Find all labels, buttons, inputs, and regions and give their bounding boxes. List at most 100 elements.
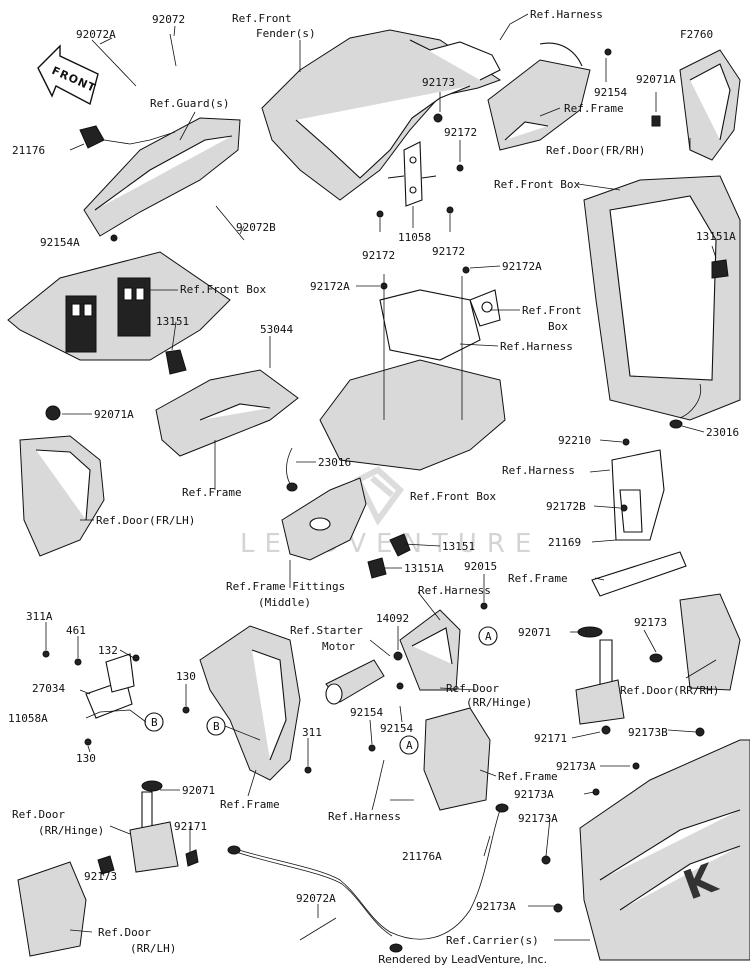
callout: 92173 bbox=[422, 76, 455, 89]
callout: 92072B bbox=[236, 221, 276, 234]
callout: 92071A bbox=[94, 408, 134, 421]
callout: Ref.Front bbox=[232, 12, 292, 25]
bracket-21169-shape bbox=[591, 449, 687, 597]
callout: Ref.Front Box bbox=[494, 178, 580, 191]
callout: 92072 bbox=[152, 13, 185, 26]
harness-23016-shape bbox=[286, 447, 298, 492]
callout: Ref.Harness bbox=[500, 340, 573, 353]
guard-shape bbox=[79, 117, 241, 237]
callout: Ref.Door(FR/LH) bbox=[96, 514, 195, 527]
front-box-left-shape bbox=[7, 251, 231, 361]
callout: Ref.Frame bbox=[508, 572, 568, 585]
carrier-shape: K bbox=[579, 739, 750, 961]
callout: Ref.Door(RR/RH) bbox=[620, 684, 719, 697]
callout: (RR/Hinge) bbox=[466, 696, 532, 709]
callout: 13151 bbox=[156, 315, 189, 328]
fasteners-shapes bbox=[42, 48, 705, 913]
leader-lines bbox=[45, 13, 717, 941]
ref-a-label: A bbox=[406, 739, 413, 752]
callout: Ref.Frame bbox=[220, 798, 280, 811]
callout: Ref.Front Box bbox=[410, 490, 496, 503]
callout: 92173 bbox=[634, 616, 667, 629]
callout: 92172A bbox=[310, 280, 350, 293]
callout: 92171 bbox=[174, 820, 207, 833]
footer-credit: Rendered by LeadVenture, Inc. bbox=[378, 953, 547, 966]
callout-labels: 92072A 92072 Ref.Front Fender(s) Ref.Har… bbox=[8, 8, 739, 955]
callout: Ref.Door bbox=[98, 926, 151, 939]
callout: Ref.Frame bbox=[182, 486, 242, 499]
callout: 92172A bbox=[502, 260, 542, 273]
callout: 92072A bbox=[76, 28, 116, 41]
callout: 53044 bbox=[260, 323, 293, 336]
door-rr-hinge-right-shape bbox=[575, 626, 625, 725]
door-rr-lh-shape bbox=[17, 855, 115, 957]
callout: (RR/LH) bbox=[130, 942, 176, 955]
callout: 311A bbox=[26, 610, 53, 623]
callout: 92173B bbox=[628, 726, 668, 739]
front-fender-shape bbox=[261, 29, 502, 201]
callout: 92172 bbox=[362, 249, 395, 262]
callout: Ref.Frame bbox=[498, 770, 558, 783]
callout: 21169 bbox=[548, 536, 581, 549]
callout: 13151 bbox=[442, 540, 475, 553]
callout: 92171 bbox=[534, 732, 567, 745]
callout: Fender(s) bbox=[256, 27, 316, 40]
callout: 92173A bbox=[518, 812, 558, 825]
cable-21176a-shape bbox=[227, 803, 509, 953]
frame-53044-shape bbox=[155, 369, 299, 457]
switch-13151-shape bbox=[165, 349, 187, 375]
bracket-27034-shape bbox=[85, 653, 135, 719]
relay-bracket-shape bbox=[399, 609, 461, 691]
callout: Box bbox=[548, 320, 568, 333]
bracket-11058-shape bbox=[387, 141, 437, 207]
callout: (RR/Hinge) bbox=[38, 824, 104, 837]
frame-fittings-middle-shape bbox=[281, 477, 411, 579]
callout: Motor bbox=[322, 640, 355, 653]
callout: 21176A bbox=[402, 850, 442, 863]
callout: Ref.Door(FR/RH) bbox=[546, 144, 645, 157]
door-fr-rh-shape bbox=[651, 49, 741, 161]
callout: 23016 bbox=[706, 426, 739, 439]
callout: 27034 bbox=[32, 682, 65, 695]
frame-lower-shape bbox=[199, 625, 301, 781]
door-rr-rh-shape bbox=[649, 593, 741, 691]
ref-a-label: A bbox=[485, 630, 492, 643]
callout: 92173 bbox=[84, 870, 117, 883]
callout: 21176 bbox=[12, 144, 45, 157]
callout: 92071 bbox=[182, 784, 215, 797]
tie-92072a-lower-shape bbox=[299, 917, 337, 941]
tie-92072-top-shapes bbox=[91, 33, 245, 241]
harness-bracket-shape bbox=[487, 42, 591, 151]
callout: 92154 bbox=[350, 706, 383, 719]
callout: Ref.Front bbox=[522, 304, 582, 317]
ref-b-label: B bbox=[213, 720, 220, 733]
callout: 92154A bbox=[40, 236, 80, 249]
callout: 130 bbox=[76, 752, 96, 765]
door-fr-lh-shape bbox=[19, 405, 105, 557]
callout: 92210 bbox=[558, 434, 591, 447]
callout: Ref.Guard(s) bbox=[150, 97, 229, 110]
callout: 311 bbox=[302, 726, 322, 739]
center-front-box-shape bbox=[319, 289, 506, 471]
callout: Ref.Door bbox=[12, 808, 65, 821]
callout: Ref.Frame Fittings bbox=[226, 580, 345, 593]
callout: 13151A bbox=[696, 230, 736, 243]
callout: 92173A bbox=[556, 760, 596, 773]
callout: 92172 bbox=[432, 245, 465, 258]
callout: Ref.Frame bbox=[564, 102, 624, 115]
callout: 92172B bbox=[546, 500, 586, 513]
diagram-id: F2760 bbox=[680, 28, 713, 41]
callout: 92154 bbox=[380, 722, 413, 735]
callout: 92071A bbox=[636, 73, 676, 86]
lower-harness-shape bbox=[371, 707, 491, 811]
door-rr-hinge-left-shape bbox=[129, 780, 199, 873]
callout: 92071 bbox=[518, 626, 551, 639]
callout: 132 bbox=[98, 644, 118, 657]
callout: 130 bbox=[176, 670, 196, 683]
callout: Ref.Harness bbox=[502, 464, 575, 477]
callout: 92072A bbox=[296, 892, 336, 905]
callout: 92173A bbox=[476, 900, 516, 913]
front-box-right-shape bbox=[583, 175, 741, 429]
callout: 92172 bbox=[444, 126, 477, 139]
